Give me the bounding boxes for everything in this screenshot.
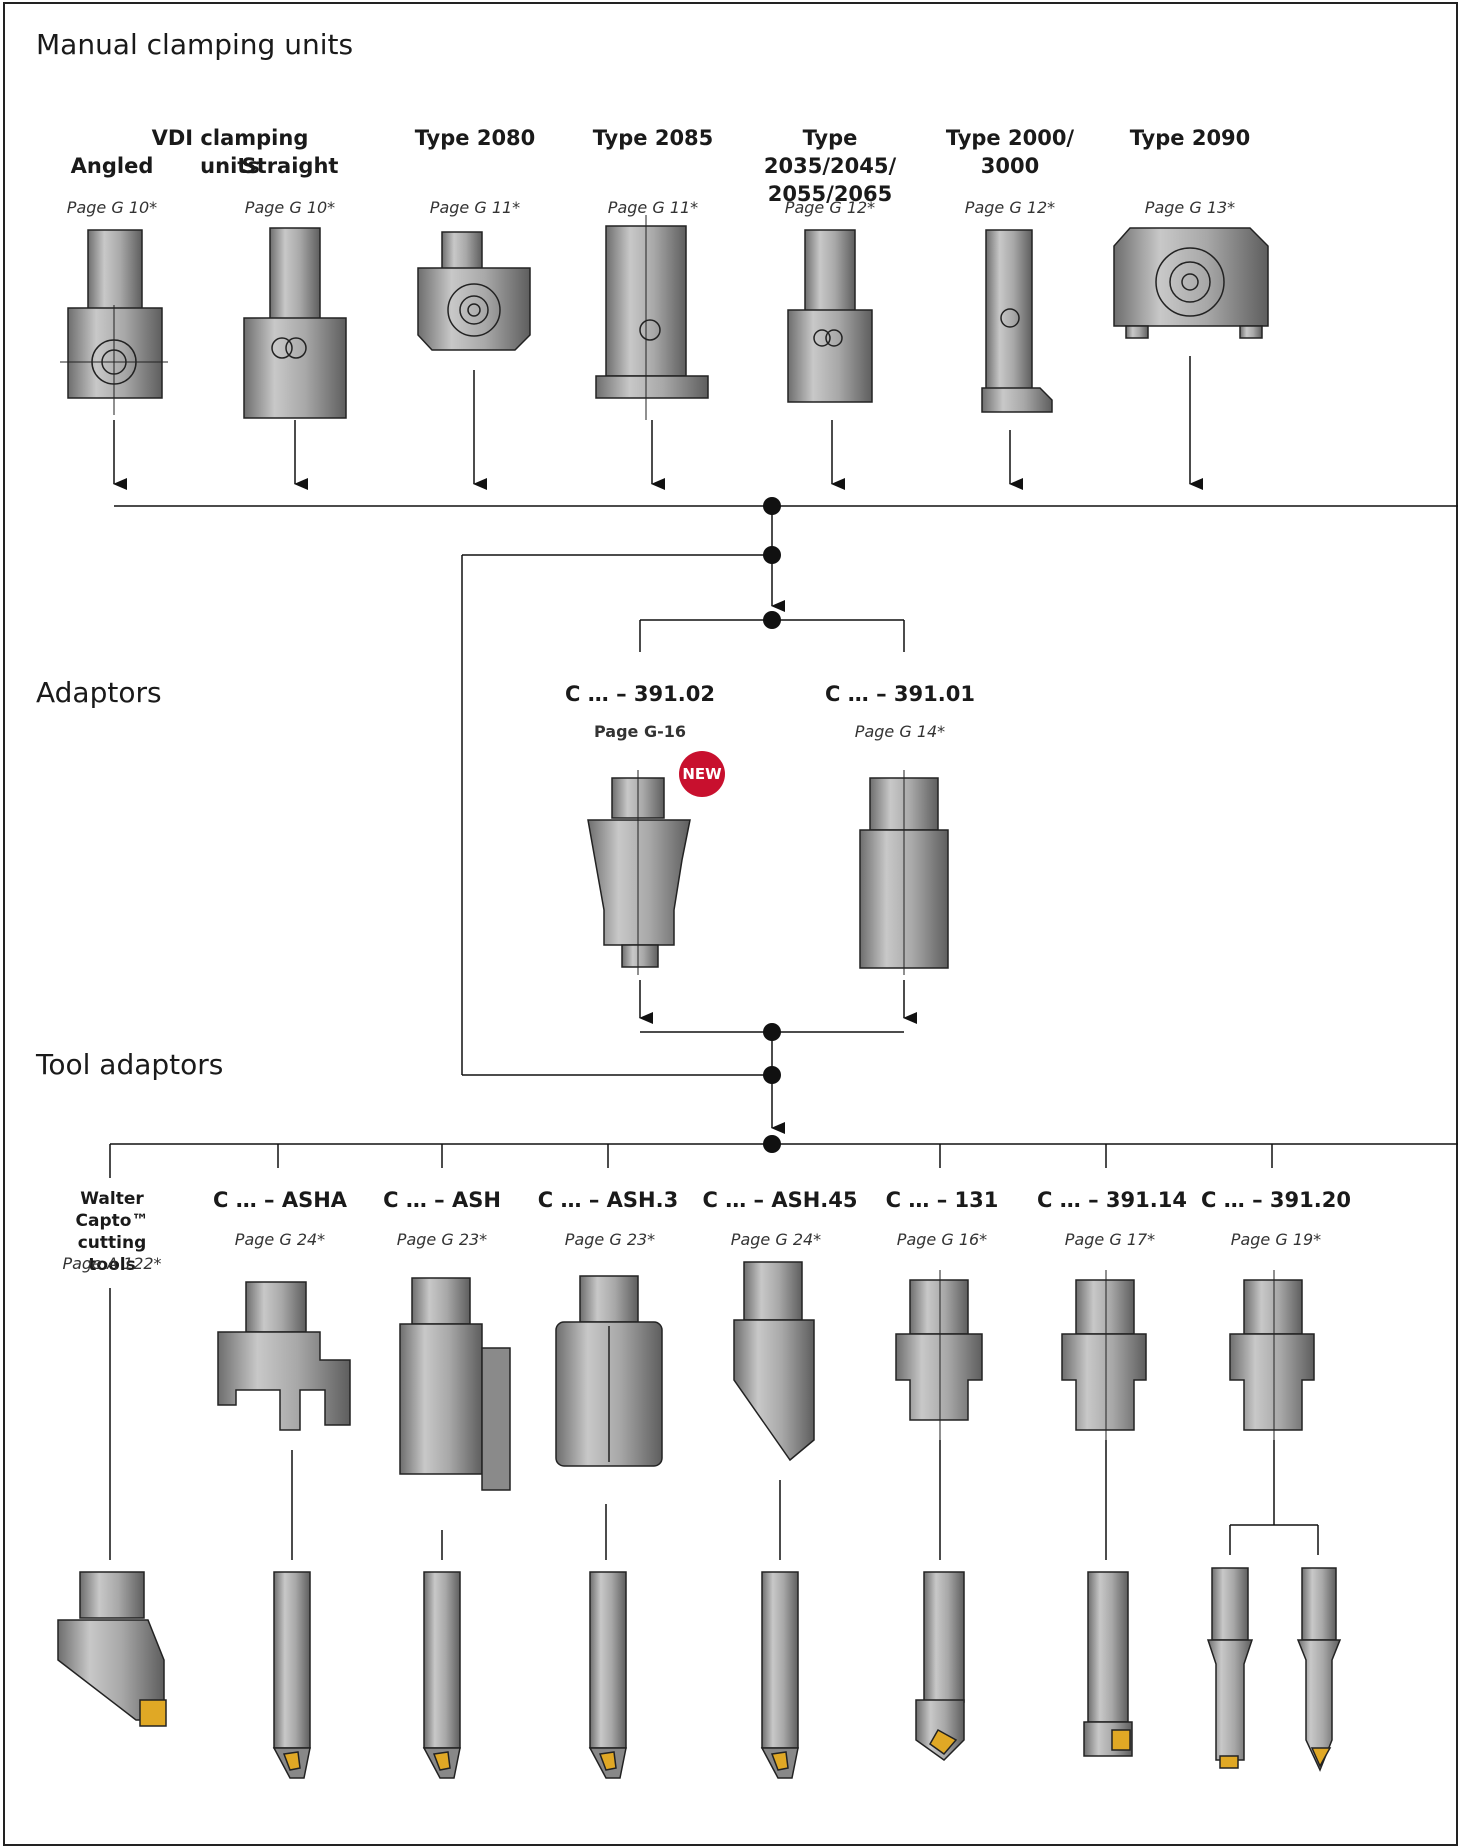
ash3-drawing (555, 1275, 663, 1467)
drill-tool-1 (1206, 1567, 1254, 1769)
tool-adaptor-label: C … – ASH.45 (702, 1188, 858, 1212)
type-2035-drawing (787, 229, 873, 403)
manual-unit-label: Type 2080 (414, 126, 536, 150)
page-frame (3, 2, 1458, 1846)
adaptor-label: C … – 391.01 (825, 682, 975, 706)
page-ref: Page G 10* (66, 198, 158, 217)
manual-unit-label: Type 2000/ 3000 (945, 126, 1075, 178)
vdi-group-label: VDI clamping units (151, 126, 309, 178)
tool-adaptor-label: C … – 391.20 (1201, 1188, 1351, 1212)
toolholder-bar-1 (272, 1571, 311, 1779)
page-ref: Page G 19* (1230, 1230, 1322, 1249)
page-ref: Page G 16* (896, 1230, 988, 1249)
manual-unit-label: Type 2090 (1129, 126, 1251, 150)
junction-dots (763, 497, 781, 1153)
c391-20-drawing (1229, 1270, 1315, 1440)
tool-adaptor-label: C … – ASHA (212, 1188, 348, 1212)
adaptor-label: C … – 391.02 (565, 682, 715, 706)
page-ref: Page G 23* (564, 1230, 656, 1249)
tool-adaptor-label: C … – ASH.3 (537, 1188, 679, 1212)
manual-unit-label: Angled (70, 154, 154, 178)
manual-unit-label: Type 2085 (592, 126, 714, 150)
asha-drawing (217, 1281, 351, 1431)
page-ref: Page G 17* (1064, 1230, 1156, 1249)
manual-connectors (109, 356, 1458, 1560)
angled-vdi-unit-drawing (60, 229, 168, 415)
page-ref: Page G 24* (234, 1230, 326, 1249)
end-mill-tool (1083, 1571, 1133, 1757)
adaptor-391-02-drawing (587, 770, 691, 975)
section-title-tool-adaptors: Tool adaptors (36, 1048, 224, 1081)
type-2080-drawing (417, 231, 531, 351)
page-ref: Page G 13* (1144, 198, 1236, 217)
manual-unit-label: Type 2035/2045/ 2055/2065 (763, 126, 897, 206)
page-ref: Page G 24* (730, 1230, 822, 1249)
page-ref: Page G 11* (607, 198, 699, 217)
tool-adaptor-label: C … – 391.14 (1037, 1188, 1187, 1212)
page-ref: Page G 12* (964, 198, 1056, 217)
toolholder-bar-2 (422, 1571, 461, 1779)
walter-capto-tool-drawing (57, 1571, 167, 1727)
type-2085-drawing (595, 215, 709, 420)
section-title-manual-clamping-units: Manual clamping units (36, 28, 354, 61)
ash-drawing (399, 1277, 511, 1491)
tool-adaptor-label: C … – ASH (383, 1188, 501, 1212)
c391-14-drawing (1061, 1270, 1147, 1440)
type-2000-drawing (981, 229, 1053, 413)
tool-adaptor-label: C … – 131 (885, 1188, 999, 1212)
page-ref: Page G-16 (593, 722, 686, 741)
page-ref: Page G 14* (854, 722, 946, 741)
toolholder-bar-4 (760, 1571, 799, 1779)
c131-drawing (895, 1270, 983, 1440)
page-ref: Page A 122* (62, 1254, 162, 1273)
ash45-drawing (733, 1261, 815, 1462)
new-badge: NEW (679, 751, 725, 797)
page-ref: Page G 10* (244, 198, 336, 217)
straight-vdi-unit-drawing (243, 227, 347, 419)
manual-unit-label: Straight (241, 154, 339, 178)
page-ref: Page G 11* (429, 198, 521, 217)
section-title-adaptors: Adaptors (36, 676, 162, 709)
drill-tool-2 (1296, 1567, 1342, 1772)
boring-bar-tool (915, 1571, 965, 1761)
toolholder-bar-3 (588, 1571, 627, 1779)
type-2090-drawing (1113, 227, 1269, 339)
tool-adaptor-label: Walter Capto™ cutting tools (75, 1189, 149, 1275)
adaptor-391-01-drawing (859, 770, 949, 975)
page-ref: Page G 23* (396, 1230, 488, 1249)
page-ref: Page G 12* (784, 198, 876, 217)
